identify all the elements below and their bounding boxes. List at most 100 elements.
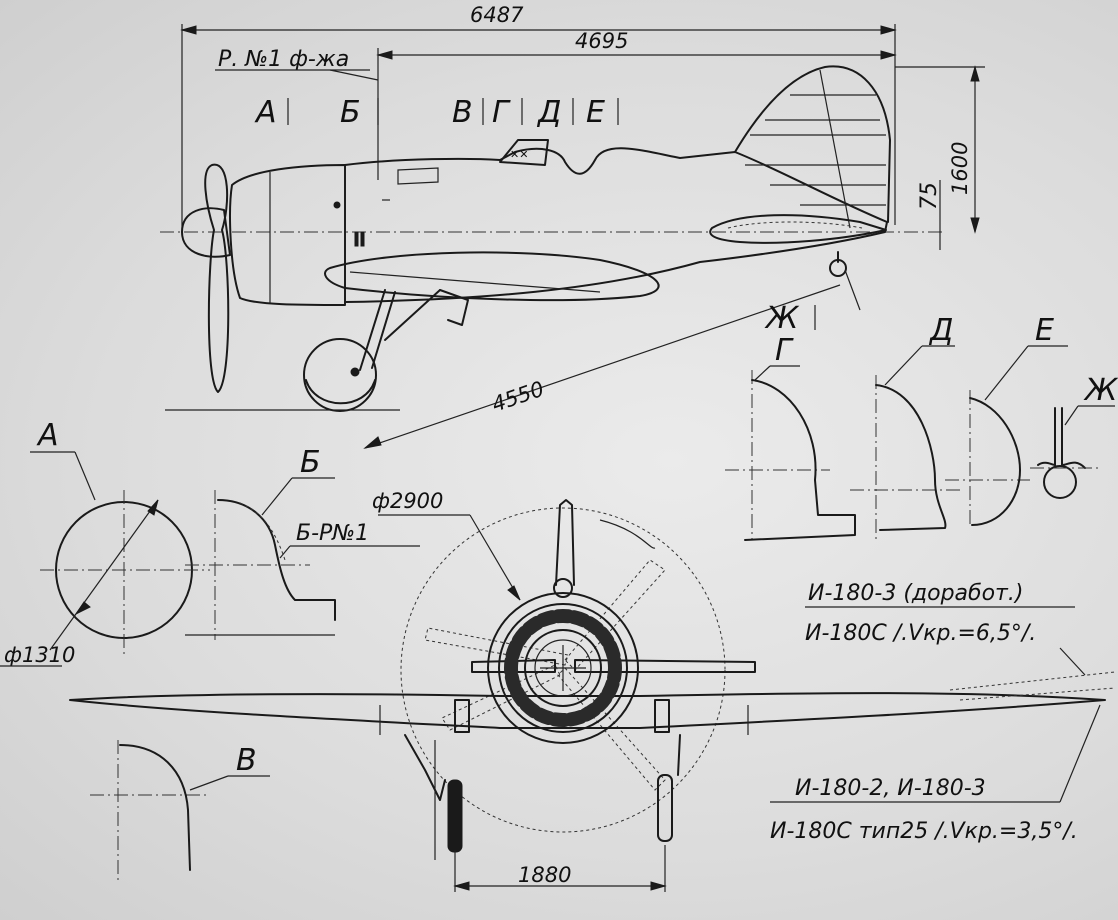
side-view: 6487 4695 Р. №1 ф-жа А Б В Г Д Е — [160, 3, 985, 449]
label-leader — [189, 775, 229, 791]
horizontal-stabilizer — [709, 214, 887, 244]
detail-label-b-sub: Б-Р№1 — [296, 521, 369, 546]
cowl-inner-ring — [498, 603, 628, 733]
gear-door — [454, 699, 470, 733]
section-marker-g: Г — [492, 95, 511, 130]
section-profile-zh — [1037, 461, 1086, 469]
dim-tail-offset: 75 — [917, 182, 942, 210]
wing-dihedral-alt — [949, 671, 1116, 701]
section-profile-e — [969, 397, 1021, 526]
note-lower-sub: И-180С тип25 /.Vкр.=3,5°/. — [770, 819, 1078, 844]
arrow-icon — [507, 585, 521, 601]
detail-label-d: Д — [928, 313, 953, 348]
variant-notes: И-180-3 (доработ.) И-180С /.Vкр.=6,5°/. … — [770, 581, 1101, 844]
prop-arc-marker — [599, 519, 656, 549]
wheel-fairing — [305, 379, 376, 405]
prop-blade-ghost — [424, 627, 569, 666]
label-leader — [279, 545, 291, 559]
arrow-icon — [74, 601, 91, 616]
dim-line-landing — [364, 284, 841, 449]
spinner-front — [524, 629, 602, 707]
spinner — [181, 207, 231, 258]
section-marker-a: А — [254, 95, 277, 130]
fuselage-panel — [397, 167, 439, 185]
section-marker-e: Е — [586, 95, 605, 130]
engine-cylinders — [504, 609, 622, 727]
arrow-icon — [970, 217, 980, 234]
prop-blade-ghost — [557, 667, 666, 791]
exhaust-mark — [360, 231, 365, 247]
section-details: Г Д Е Ж — [725, 313, 1118, 541]
front-stabilizer — [574, 659, 756, 673]
wheel-hub — [350, 367, 360, 377]
prop-blade-ghost — [564, 559, 666, 671]
fuselage-outline — [344, 147, 888, 303]
front-main-wheel — [447, 779, 463, 853]
section-marker-b: Б — [340, 95, 361, 130]
dim-ext-tail — [844, 269, 861, 311]
engine-cowling — [229, 164, 346, 306]
stabilizer-detail — [727, 221, 863, 229]
section-marker-zh: Ж — [764, 301, 800, 336]
prop-dim-leader — [469, 514, 521, 601]
front-main-wheel-right — [657, 774, 673, 842]
front-view: ф2900 — [69, 489, 1116, 892]
detail-label-e: Е — [1035, 313, 1054, 348]
propeller-disc — [400, 507, 726, 833]
label-leader — [261, 477, 293, 516]
dim-prop-diameter: ф2900 — [372, 489, 443, 513]
detail-v: В — [90, 740, 270, 880]
dim-overall-length: 6487 — [470, 3, 524, 27]
note-leader — [1059, 704, 1101, 803]
spinner-inner — [534, 639, 592, 697]
section-profile-v — [119, 744, 191, 871]
dim-cowl-diameter: ф1310 — [4, 643, 75, 667]
note-upper-title: И-180-3 (доработ.) — [808, 581, 1023, 606]
gear-door — [654, 699, 670, 733]
gear-brace — [384, 289, 441, 341]
arrow-icon — [147, 499, 159, 516]
arrow-icon — [180, 25, 197, 35]
section-profile-g — [744, 379, 856, 541]
section-profile-b-alt — [239, 502, 286, 561]
front-wing — [69, 692, 1106, 729]
label-leader — [754, 365, 771, 381]
arrow-icon — [970, 65, 980, 82]
exhaust-mark — [354, 231, 359, 247]
propeller-blade — [204, 163, 230, 393]
detail-label-b: Б — [300, 445, 321, 480]
label-leader — [1064, 405, 1079, 426]
vertical-tail — [734, 65, 891, 223]
label-leader — [984, 345, 1029, 401]
main-wheel — [303, 338, 377, 412]
frame-leader — [329, 69, 379, 81]
gear-retraction-link — [439, 289, 469, 326]
detail-label-g: Г — [775, 333, 794, 368]
detail-label-a: А — [36, 418, 59, 453]
note-lower-title: И-180-2, И-180-3 — [795, 776, 986, 801]
canopy-window — [499, 139, 549, 166]
section-profile-zh-ring — [1043, 465, 1077, 499]
section-profile-d — [875, 384, 947, 531]
frame-label: Р. №1 ф-жа — [218, 47, 349, 72]
fastener-dot — [333, 201, 341, 209]
arrow-icon — [363, 436, 382, 449]
wing-chord-line — [349, 271, 601, 293]
arrow-icon — [650, 881, 667, 891]
dim-rear-length: 4695 — [575, 29, 628, 53]
section-marker-d: Д — [536, 95, 561, 130]
detail-label-zh: Ж — [1083, 373, 1118, 408]
main-gear-strut — [359, 289, 386, 371]
detail-label-v: В — [236, 743, 257, 778]
front-gear-strut — [404, 734, 446, 801]
front-tail-fin — [555, 499, 575, 586]
arrow-icon — [880, 25, 897, 35]
dim-height: 1600 — [948, 142, 972, 195]
detail-a: А ф1310 — [0, 418, 210, 667]
front-stabilizer — [471, 659, 556, 673]
wing-side — [324, 251, 660, 302]
note-upper-sub: И-180С /.Vкр.=6,5°/. — [805, 621, 1036, 646]
dim-line-cowl — [49, 499, 159, 651]
